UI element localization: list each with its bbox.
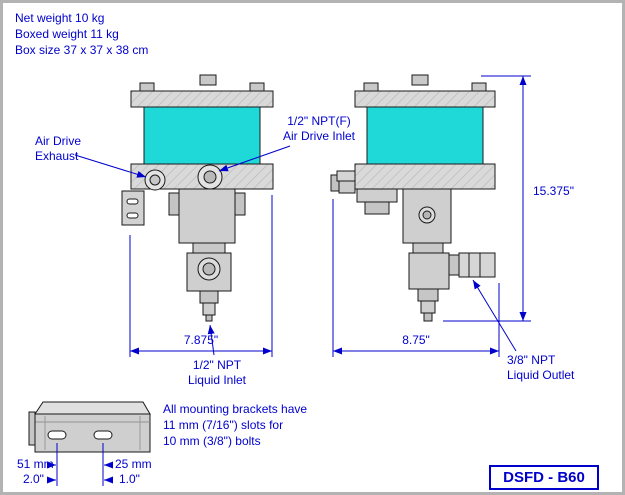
air-inlet-hex (336, 170, 356, 182)
model-number-box: DSFD - B60 (489, 465, 599, 490)
bracket-note-line2: 11 mm (7/16") slots for (163, 418, 284, 432)
body-port-bore (422, 210, 432, 220)
liquid-outlet-label: 3/8" NPT Liquid Outlet (507, 353, 574, 383)
top-port-plug (411, 74, 429, 86)
air-drive-cylinder (366, 106, 484, 165)
bracket-note-line3: 10 mm (3/8") bolts (163, 434, 261, 448)
air-exhaust-label-line1: Air Drive (35, 134, 82, 148)
pump-drawing-canvas (28, 74, 531, 486)
dimension-lines (129, 75, 531, 357)
leader-lines (74, 145, 517, 356)
bracket-note-line1: All mounting brackets have (163, 402, 308, 416)
hydraulic-body (178, 188, 236, 244)
bracket-slot (93, 430, 113, 440)
air-valve-plate (354, 163, 496, 190)
liquid-inlet-leader-arrow (207, 324, 215, 356)
bracket-top-face (34, 401, 151, 415)
model-number-text: DSFD - B60 (503, 469, 585, 486)
mounting-bracket-side (356, 188, 398, 203)
net-weight-note: Net weight 10 kg (15, 11, 105, 25)
body-neck (412, 242, 444, 254)
liquid-outlet-valve (458, 252, 496, 278)
air-drive-cylinder (143, 106, 261, 165)
pump-front-view (121, 74, 274, 322)
side-depth-dim-text: 8.75" (402, 333, 430, 347)
valve-port-bore (202, 262, 216, 276)
bracket-detail (28, 401, 151, 453)
bracket-slot (126, 198, 139, 205)
bracket-spacing-in-text: 2.0" (23, 472, 44, 486)
liquid-inlet-fitting (420, 300, 436, 314)
bracket-offset-in-text: 1.0" (119, 472, 140, 486)
bracket-dimension-lines (47, 443, 113, 486)
exhaust-leader-arrow (74, 154, 147, 178)
body-tab-left (168, 192, 180, 216)
bracket-front-face (34, 413, 151, 453)
inlet-neck (199, 290, 219, 304)
front-width-dim-text: 7.875" (183, 333, 219, 347)
check-valve-block (408, 252, 450, 290)
top-end-cap (130, 90, 274, 108)
body-tab-right (234, 192, 246, 216)
liquid-inlet-fitting (202, 302, 216, 316)
top-port-plug (199, 74, 217, 86)
bracket-spacing-mm-text: 51 mm (17, 457, 54, 471)
bracket-offset-mm-text: 25 mm (115, 457, 152, 471)
weight-notes: Net weight 10 kg Boxed weight 11 kg Box … (15, 10, 148, 58)
liquid-inlet-label-line1: 1/2" NPT (192, 358, 242, 372)
air-inlet-label: 1/2" NPT(F) Air Drive Inlet (273, 114, 365, 144)
liquid-inlet-tip (205, 314, 213, 322)
exhaust-muffler-bore (149, 174, 161, 186)
mounting-bracket-note: All mounting brackets have 11 mm (7/16")… (163, 401, 307, 449)
top-end-cap (354, 90, 496, 108)
air-inlet-leader-arrow (218, 145, 291, 172)
liquid-inlet-label: 1/2" NPT Liquid Inlet (175, 358, 259, 388)
bracket-step (364, 201, 390, 215)
bracket-slot (126, 212, 139, 219)
liquid-inlet-tip (423, 312, 433, 322)
body-neck (192, 242, 226, 254)
outlet-flange (448, 254, 460, 276)
boxed-weight-note: Boxed weight 11 kg (15, 27, 119, 41)
liquid-outlet-label-line2: Liquid Outlet (507, 368, 575, 382)
inlet-neck (417, 288, 439, 302)
air-exhaust-label: Air Drive Exhaust (35, 134, 81, 164)
height-dim-text: 15.375" (533, 184, 574, 198)
air-inlet-label-line1: 1/2" NPT(F) (287, 114, 351, 128)
air-inlet-body (338, 180, 356, 194)
bracket-slot (47, 430, 67, 440)
liquid-inlet-label-line2: Liquid Inlet (187, 373, 247, 387)
liquid-outlet-label-line1: 3/8" NPT (507, 353, 556, 367)
air-exhaust-label-line2: Exhaust (35, 149, 79, 163)
bracket-end-tab (28, 411, 36, 446)
liquid-outlet-leader-arrow (472, 279, 517, 352)
air-inlet-label-line2: Air Drive Inlet (282, 129, 356, 143)
pump-side-view (330, 74, 496, 322)
air-inlet-bore (203, 170, 217, 184)
box-size-note: Box size 37 x 37 x 38 cm (15, 43, 149, 57)
mounting-bracket-front (121, 190, 145, 226)
